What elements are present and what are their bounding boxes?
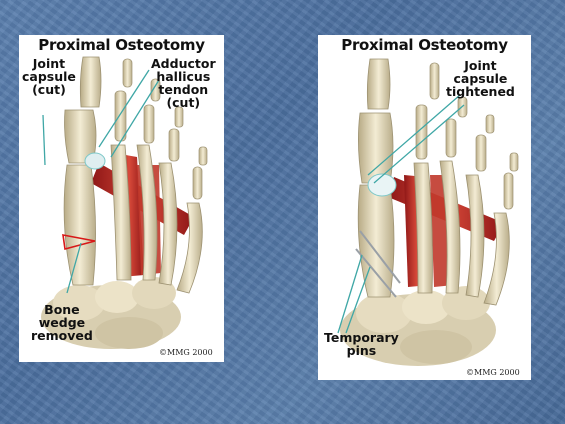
joint-capsule: [85, 153, 105, 169]
right-illustration-panel: Proximal Osteotomy Joint capsule tighten…: [318, 35, 531, 380]
label-joint-capsule-tightened: Joint capsule tightened: [446, 59, 515, 98]
left-panel-title: Proximal Osteotomy: [19, 36, 224, 54]
left-copyright: ©MMG 2000: [159, 348, 213, 357]
label-adductor-hallicus-tendon: Adductor hallicus tendon (cut): [151, 57, 216, 109]
label-bone-wedge-removed: Bone wedge removed: [31, 303, 93, 342]
label-temporary-pins: Temporary pins: [324, 331, 399, 357]
right-copyright: ©MMG 2000: [466, 368, 520, 377]
right-panel-title: Proximal Osteotomy: [318, 36, 531, 54]
left-illustration-panel: Proximal Osteotomy Joint capsule (cut) A…: [19, 35, 224, 362]
label-joint-capsule-cut: Joint capsule (cut): [22, 57, 76, 96]
joint-capsule: [368, 174, 396, 196]
